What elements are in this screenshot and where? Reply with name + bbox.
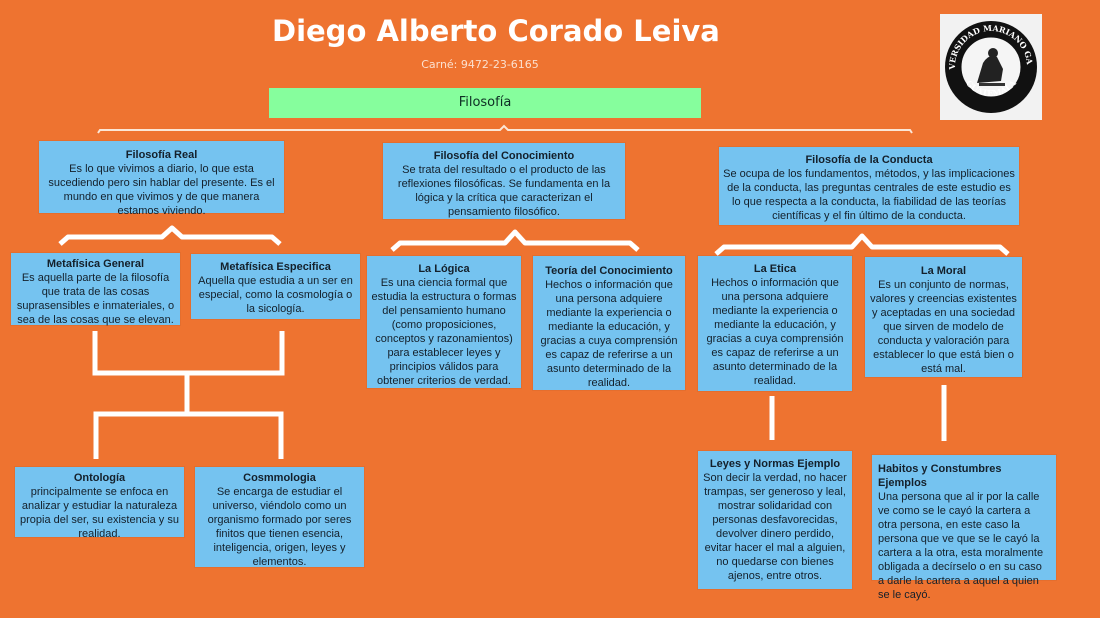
node-la-logica: La Lógica Es una ciencia formal que estu… [367,256,521,388]
node-filosofia-conocimiento: Filosofía del Conocimiento Se trata del … [383,143,625,219]
node-title: La Etica [753,263,797,275]
root-brace [97,124,913,134]
node-title: Filosofía Real [125,149,198,161]
node-text: Es lo que vivimos a diario, lo que esta … [48,163,275,217]
university-seal-icon: UNIVERSIDAD MARIANO GALVEZ GUATEMALA [943,19,1037,113]
university-logo: UNIVERSIDAD MARIANO GALVEZ GUATEMALA [940,14,1042,120]
node-text: Una persona que al ir por la calle ve co… [878,491,1044,601]
node-metafisica-general: Metafísica General Es aquella parte de l… [11,253,180,326]
node-la-moral: La Moral Es un conjunto de normas, valor… [865,257,1022,377]
node-text: Es aquella parte de la filosofía que tra… [16,272,175,326]
node-title: Teoría del Conocimiento [545,265,673,277]
node-teoria-conocimiento: Teoría del Conocimiento Hechos o informa… [533,256,685,390]
node-leyes-normas: Leyes y Normas Ejemplo Son decir la verd… [698,451,852,589]
node-text: Se ocupa de los fundamentos, métodos, y … [723,168,1015,222]
node-text: Es una ciencia formal que estudia la est… [371,277,517,387]
real-brace [58,225,282,246]
node-habitos-costumbres: Habitos y Constumbres Ejemplos Una perso… [872,455,1056,601]
node-text: Aquella que estudia a un ser en especial… [198,275,353,315]
node-title: Metafísica Especifica [220,261,331,273]
ontologia-split [93,411,284,459]
node-text: principalmente se enfoca en analizar y e… [20,486,179,540]
node-title: Leyes y Normas Ejemplo [709,458,841,470]
node-filosofia-conducta: Filosofía de la Conducta Se ocupa de los… [719,147,1019,225]
node-metafisica-especifica: Metafísica Especifica Aquella que estudi… [191,254,360,319]
root-node-filosofia: Filosofía [269,88,701,118]
node-ontologia: Ontología principalmente se enfoca en an… [15,467,184,540]
metafisica-join [92,331,285,376]
node-title: La Moral [920,265,967,277]
node-title: La Lógica [418,263,470,275]
node-text: Es un conjunto de normas, valores y cree… [870,279,1017,375]
node-title: Filosofía del Conocimiento [433,150,575,162]
node-title: Ontología [73,472,126,484]
node-text: Se trata del resultado o el producto de … [397,164,611,218]
node-title: Cosmmologia [243,472,316,484]
node-cosmologia: Cosmmologia Se encarga de estudiar el un… [195,467,364,568]
node-title: Filosofía de la Conducta [805,154,933,166]
node-title: Metafísica General [46,258,145,270]
node-text: Hechos o información que una persona adq… [540,279,678,389]
conocimiento-brace [390,229,640,252]
conducta-brace [714,233,1010,256]
node-text: Hechos o información que una persona adq… [706,277,844,387]
student-id: Carné: 9472-23-6165 [421,58,539,71]
node-text: Son decir la verdad, no hacer trampas, s… [703,472,847,582]
node-filosofia-real: Filosofía Real Es lo que vivimos a diari… [39,141,284,217]
node-la-etica: La Etica Hechos o información que una pe… [698,256,852,391]
page-title: Diego Alberto Corado Leiva [272,14,720,48]
node-text: Se encarga de estudiar el universo, vién… [207,486,352,568]
node-title: Habitos y Constumbres Ejemplos [878,463,1002,489]
